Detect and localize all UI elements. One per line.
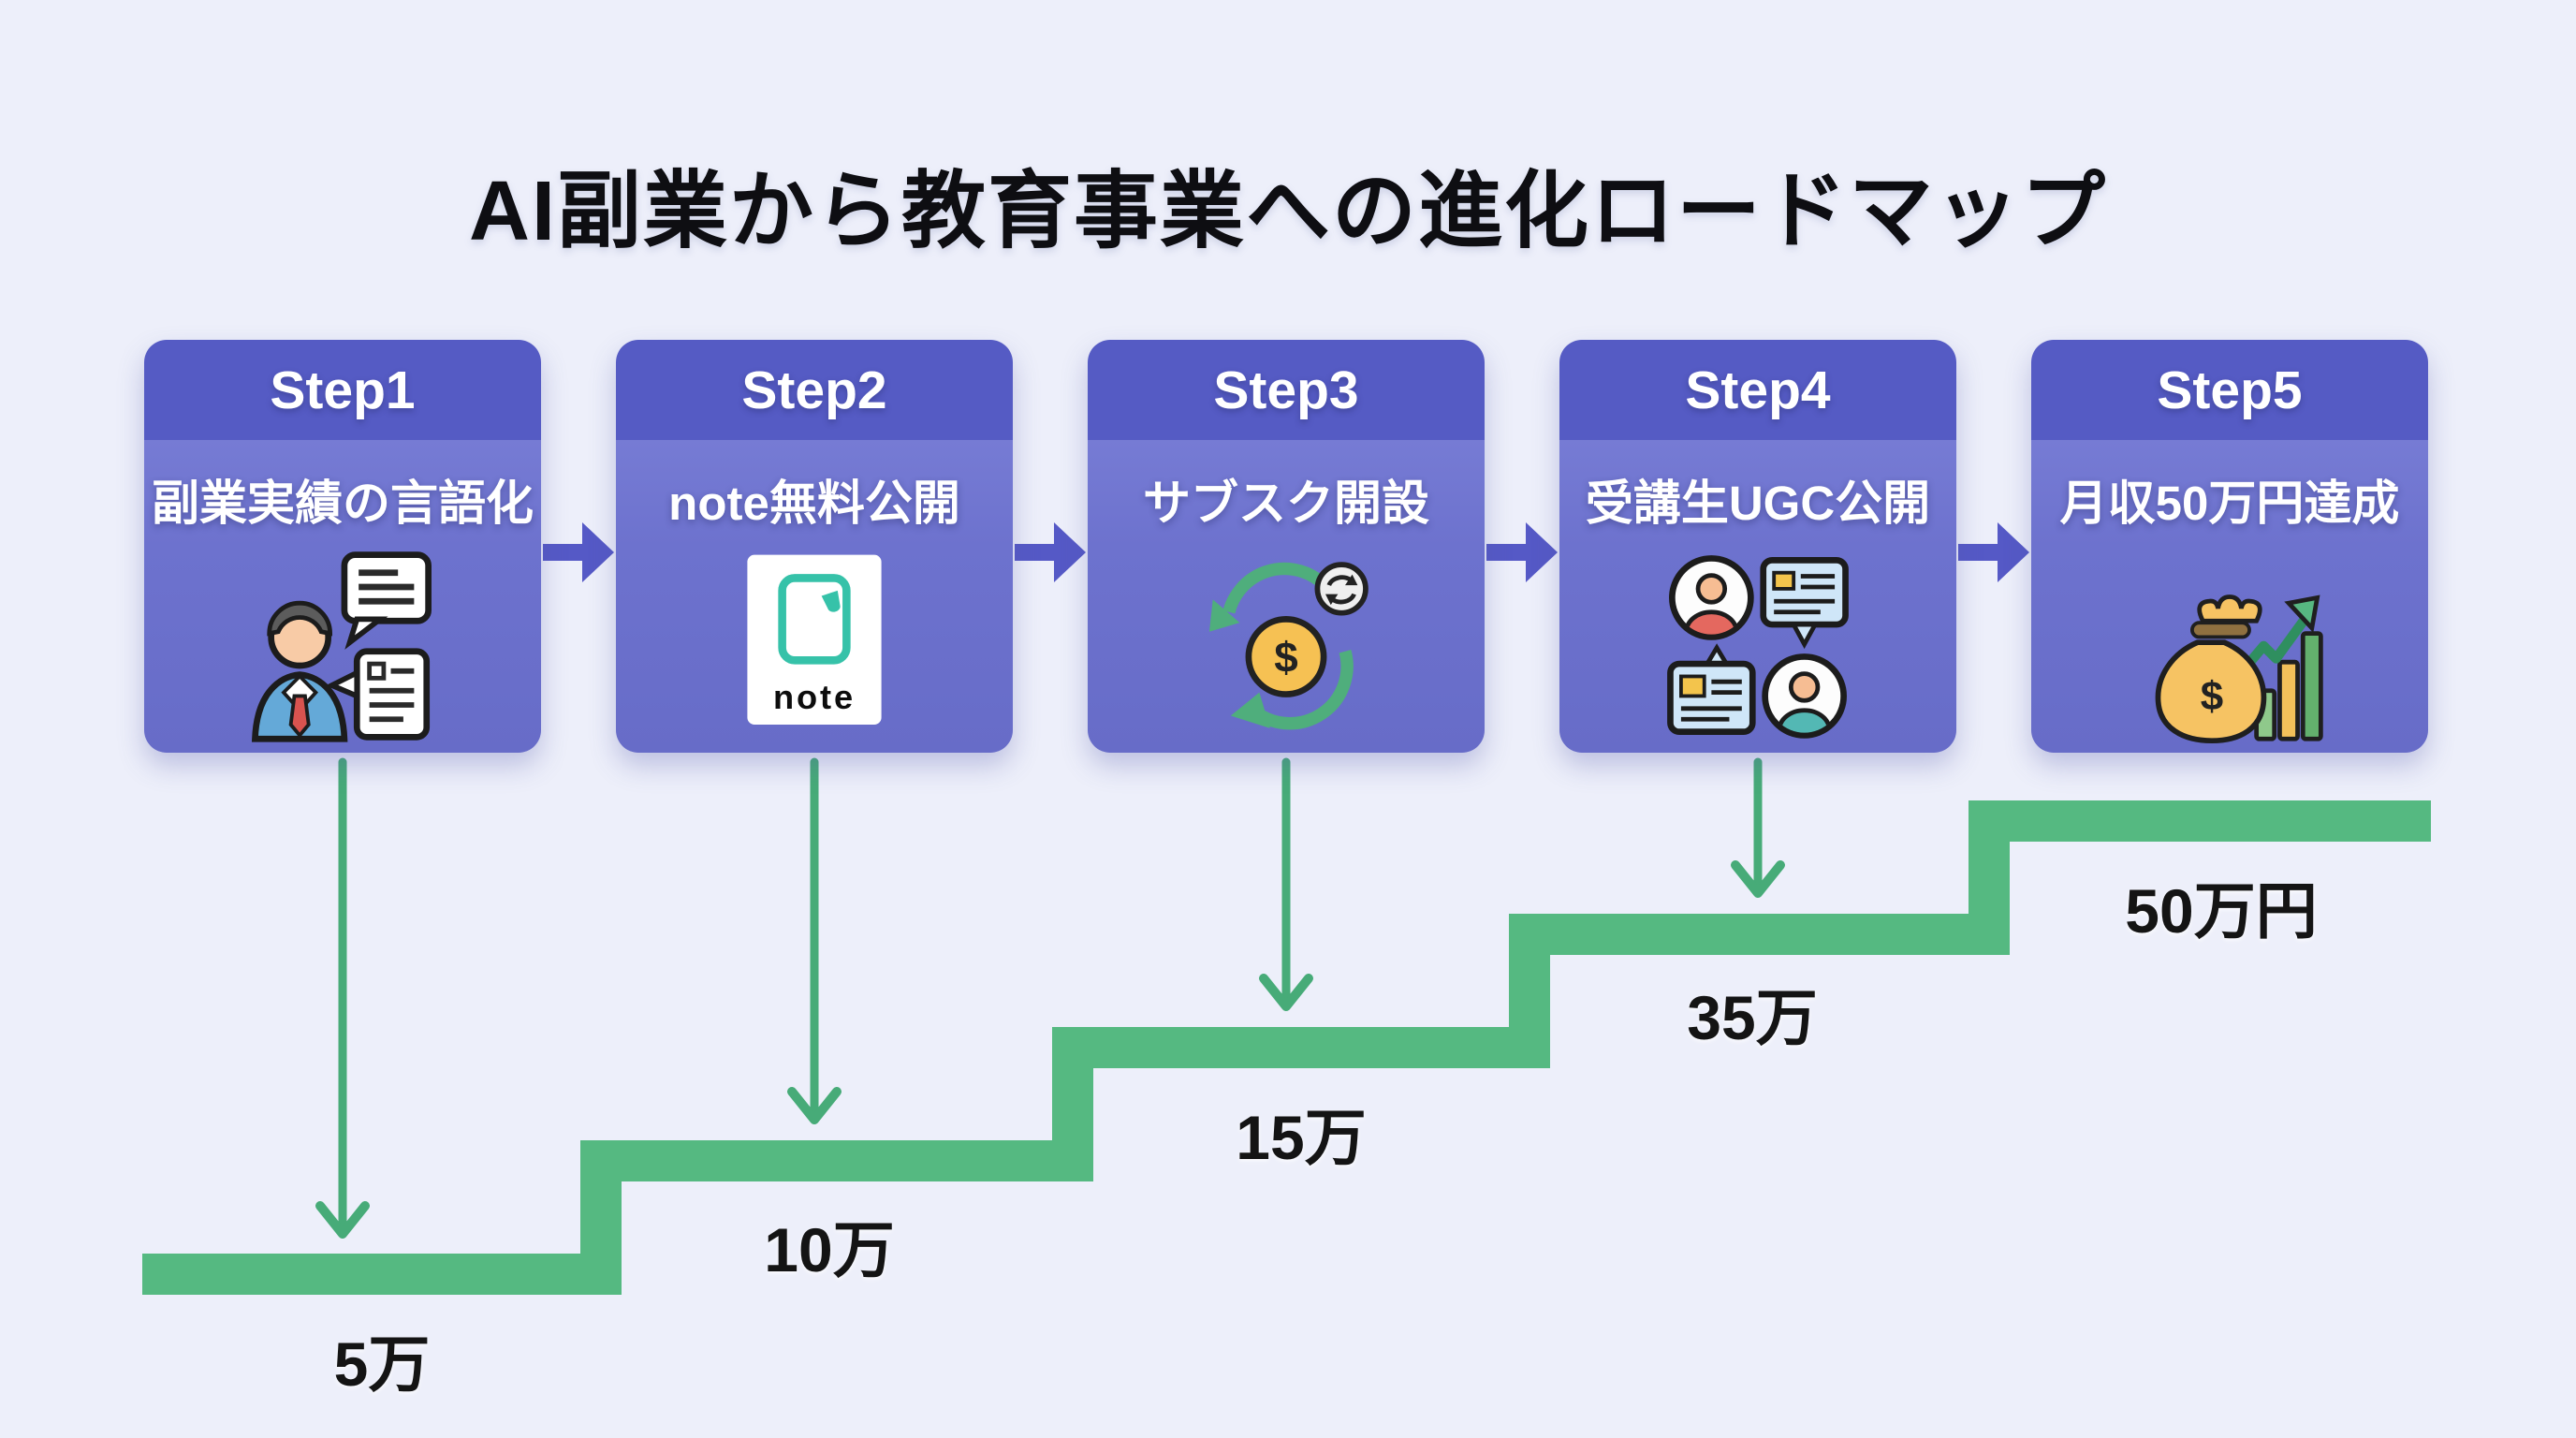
step1-body: 副業実績の言語化 — [144, 440, 541, 753]
milestone-label-1: 5万 — [333, 1329, 431, 1399]
milestone-label-2: 10万 — [764, 1215, 895, 1284]
down-arrow-step2 — [787, 757, 842, 1124]
right-arrow-2 — [1015, 522, 1086, 582]
note-logo-icon: note — [747, 554, 882, 725]
step5-body: 月収50万円達成 $ — [2031, 440, 2428, 753]
step4-subtitle: 受講生UGC公開 — [1585, 477, 1931, 530]
milestone-label-3: 15万 — [1236, 1103, 1367, 1172]
milestone-label-5: 50万円 — [2125, 876, 2318, 946]
staircase-shape — [142, 800, 2431, 1295]
step3-header: Step3 — [1088, 340, 1485, 440]
right-arrow-4 — [1958, 522, 2029, 582]
step4-body: 受講生UGC公開 — [1559, 440, 1956, 753]
step-card-5: Step5 月収50万円達成 $ — [2031, 340, 2428, 753]
milestone-label-4: 35万 — [1687, 983, 1818, 1052]
step2-header: Step2 — [616, 340, 1013, 440]
step2-subtitle: note無料公開 — [668, 477, 960, 530]
right-arrow-3 — [1486, 522, 1558, 582]
coin-dollar-glyph: $ — [1274, 634, 1297, 682]
recurring-payment-cycle-icon: $ — [1208, 562, 1368, 730]
step4-header: Step4 — [1559, 340, 1956, 440]
step3-body: サブスク開設 $ — [1088, 440, 1485, 753]
step2-body: note無料公開 note — [616, 440, 1013, 753]
down-arrow-step3 — [1259, 757, 1313, 1011]
money-bag-growth-icon: $ — [2155, 594, 2323, 744]
bag-dollar-glyph: $ — [2201, 674, 2223, 720]
step-card-4: Step4 受講生UGC公開 — [1559, 340, 1956, 753]
down-arrow-step1 — [315, 757, 370, 1239]
page-title: AI副業から教育事業への進化ロードマップ — [469, 165, 2107, 258]
step5-subtitle: 月収50万円達成 — [2059, 477, 2400, 530]
note-logo-text: note — [773, 678, 856, 716]
step-card-1: Step1 副業実績の言語化 — [144, 340, 541, 753]
down-arrow-step4 — [1731, 757, 1785, 898]
step1-header: Step1 — [144, 340, 541, 440]
step1-subtitle: 副業実績の言語化 — [151, 477, 534, 530]
person-speech-bubbles-icon — [251, 551, 432, 742]
step-card-3: Step3 サブスク開設 $ — [1088, 340, 1485, 753]
step-card-2: Step2 note無料公開 note — [616, 340, 1013, 753]
step3-subtitle: サブスク開設 — [1142, 477, 1429, 530]
right-arrow-1 — [543, 522, 614, 582]
step5-header: Step5 — [2031, 340, 2428, 440]
user-generated-content-icon — [1667, 555, 1849, 739]
